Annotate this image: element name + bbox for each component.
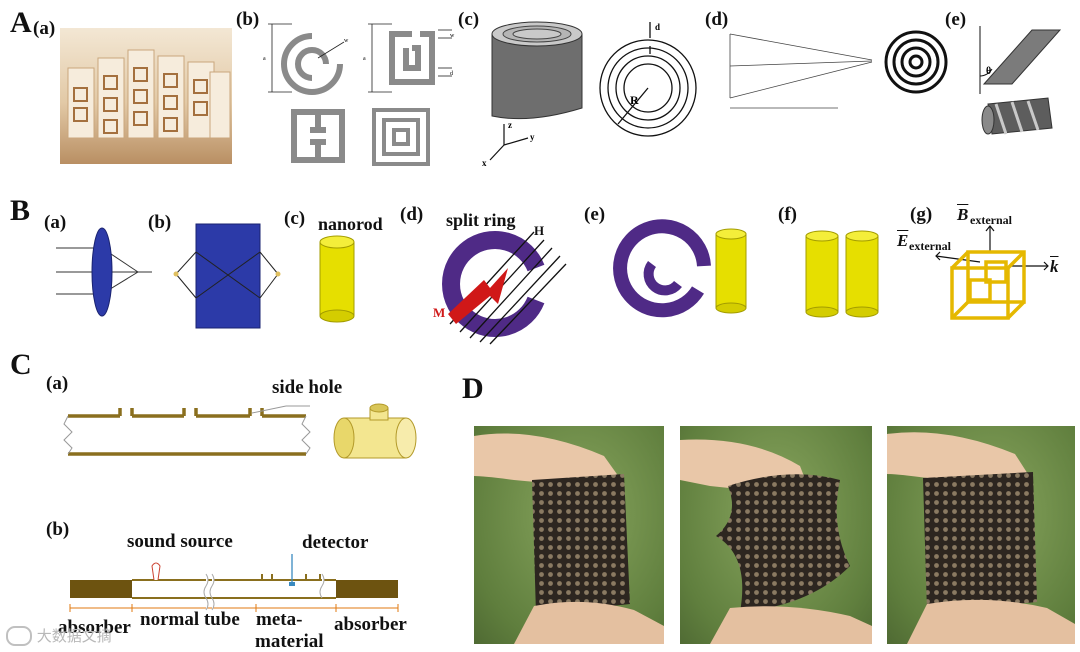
sound-source-label: sound source xyxy=(127,531,233,552)
panel-c-a-label: (a) xyxy=(46,373,69,394)
panel-b-f-label: (f) xyxy=(778,204,797,225)
circular-srr xyxy=(281,33,343,95)
panel-b-a-label: (a) xyxy=(44,212,67,233)
panel-a-d-label: (d) xyxy=(705,9,729,30)
nanorod-shape xyxy=(319,235,355,323)
panel-a-e-helix: θ xyxy=(979,26,1062,135)
panel-a-b-label: (b) xyxy=(236,9,260,30)
svg-text:d: d xyxy=(450,71,453,77)
side-hole-label: side hole xyxy=(272,377,343,398)
svg-text:w: w xyxy=(344,38,349,44)
svg-text:w: w xyxy=(450,33,455,39)
spiral-cross-section xyxy=(599,22,697,137)
panel-a-c-rolled-sheet: z y x R d xyxy=(482,21,697,168)
e-external-subscript: external xyxy=(909,239,951,253)
svg-text:R: R xyxy=(630,93,639,107)
mesh-photo-2-content xyxy=(680,439,872,644)
svg-text:θ: θ xyxy=(986,66,991,77)
double-split-ring xyxy=(613,219,747,318)
panel-c-b-label: (b) xyxy=(46,519,70,540)
spiral-rolled-coil xyxy=(884,30,948,94)
e-external-label: E xyxy=(897,231,909,250)
mesh-photo-1 xyxy=(474,426,664,644)
svg-text:d: d xyxy=(655,22,660,32)
svg-text:z: z xyxy=(508,120,512,130)
side-hole-3d-tube xyxy=(333,403,417,459)
h-field-label: H xyxy=(534,223,545,238)
panel-a-c-label: (c) xyxy=(458,9,480,30)
split-ring-label: split ring xyxy=(446,210,516,230)
svg-text:x: x xyxy=(482,158,487,168)
m-label: M xyxy=(433,305,446,320)
nanorod-e xyxy=(715,228,747,314)
srr-sheets-illustration xyxy=(67,49,231,139)
mesh-photo-3 xyxy=(887,426,1075,644)
panel-b-b-superlens xyxy=(173,223,281,329)
panel-a-d-wedge xyxy=(729,30,948,109)
section-label-c: C xyxy=(10,348,32,381)
panel-b-a-lens xyxy=(56,227,152,317)
side-hole-tube xyxy=(63,403,417,459)
rolled-helix xyxy=(981,97,1053,135)
normal-tube-label: normal tube xyxy=(140,609,240,630)
metamaterial-label-line1: meta- xyxy=(256,609,303,630)
split-ring-resonator xyxy=(442,231,567,345)
square-srr xyxy=(389,31,435,85)
panel-b-c-label: (c) xyxy=(284,208,306,229)
panel-b-d-label: (d) xyxy=(400,204,424,225)
metamaterial-label-line2: material xyxy=(255,631,324,652)
panel-b-g-label: (g) xyxy=(910,204,933,225)
svg-text:y: y xyxy=(530,132,535,142)
svg-text:a: a xyxy=(363,56,366,62)
nanorod-label: nanorod xyxy=(318,214,383,234)
b-external-subscript: external xyxy=(970,213,1012,227)
panel-b-e-label: (e) xyxy=(584,204,606,225)
impedance-tube-setup xyxy=(69,554,399,612)
mesh-photo-1-content xyxy=(474,433,664,644)
panel-a-e-label: (e) xyxy=(945,9,967,30)
section-label-a: A xyxy=(10,6,32,39)
k-vector-label: k xyxy=(1050,257,1059,276)
absorber-right-label: absorber xyxy=(334,614,407,635)
split-square-shape xyxy=(291,109,345,163)
section-label-d: D xyxy=(462,372,484,405)
svg-text:a: a xyxy=(263,56,266,62)
section-label-b: B xyxy=(10,194,31,227)
panel-b-b-label: (b) xyxy=(148,212,172,233)
nanorod-pair xyxy=(805,230,879,318)
3d-metamaterial-cube xyxy=(935,225,1049,320)
nested-square-shape xyxy=(372,108,430,166)
panel-a-a-photo xyxy=(60,28,232,164)
watermark-logo-icon xyxy=(6,625,32,646)
detector-label: detector xyxy=(302,532,369,553)
mesh-photo-2 xyxy=(680,426,872,644)
cube-frame xyxy=(950,250,1026,320)
mesh-photo-3-content xyxy=(887,432,1075,644)
watermark: 大数据文摘 xyxy=(6,625,112,646)
absorber-left-label: absorber xyxy=(58,617,131,638)
b-external-label: B xyxy=(957,205,969,224)
panel-a-b-srr-shapes: a w a w d xyxy=(263,23,455,166)
panel-a-a-label: (a) xyxy=(33,18,56,39)
